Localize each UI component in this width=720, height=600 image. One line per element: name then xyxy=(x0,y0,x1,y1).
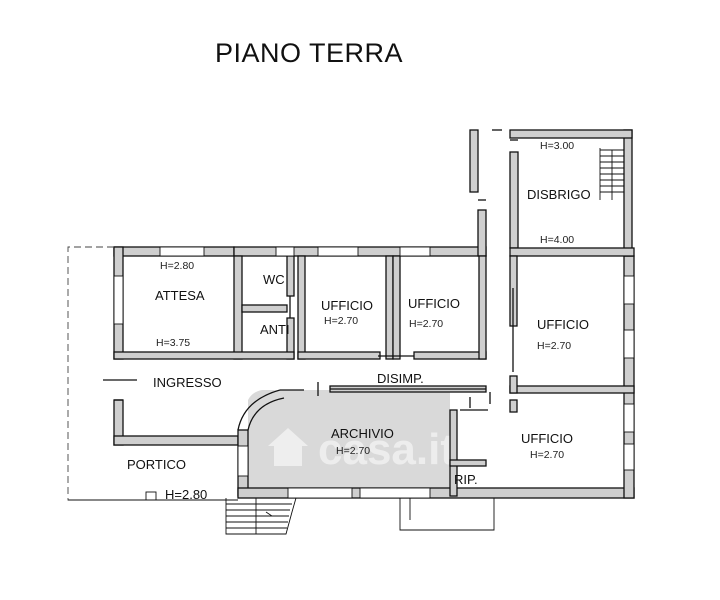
bottom-bay xyxy=(399,498,495,531)
height-archivio: H=2.70 xyxy=(336,445,370,457)
label-ufficio-3: UFFICIO xyxy=(537,317,589,332)
wall-corridor-left xyxy=(469,129,479,193)
label-attesa: ATTESA xyxy=(155,288,205,303)
height-portico: H=2.80 xyxy=(165,487,207,502)
wall-disbrigo-bottom xyxy=(509,247,635,257)
height-disbrigo-bottom: H=4.00 xyxy=(540,234,574,246)
watermark-text: casa.it xyxy=(318,425,455,474)
stairs-disbrigo xyxy=(599,148,624,200)
wall-wc-mid xyxy=(241,304,288,313)
wall-wc-right xyxy=(286,255,295,297)
label-archivio: ARCHIVIO xyxy=(331,426,394,441)
label-ufficio-2: UFFICIO xyxy=(408,296,460,311)
height-disbrigo-top: H=3.00 xyxy=(540,140,574,152)
height-ufficio-1: H=2.70 xyxy=(324,315,358,327)
window-wc-top xyxy=(275,246,295,257)
label-anti: ANTI xyxy=(260,322,290,337)
wall-portico-inner xyxy=(113,435,239,446)
portico-outline xyxy=(67,246,238,501)
wall-uff3-bottom xyxy=(509,385,635,394)
wall-uff2-left xyxy=(392,255,401,360)
house-icon xyxy=(268,428,308,466)
label-portico: PORTICO xyxy=(127,457,186,472)
window-uff2-top xyxy=(399,246,431,257)
wall-disbrigo-top xyxy=(509,129,633,139)
window-uff1-top xyxy=(317,246,359,257)
label-ufficio-4: UFFICIO xyxy=(521,431,573,446)
height-ufficio-3: H=2.70 xyxy=(537,340,571,352)
wall-uff1-bottom xyxy=(297,351,381,360)
window-archivio-left xyxy=(237,445,249,477)
portico-column xyxy=(145,491,157,501)
wall-wc-left xyxy=(233,255,243,360)
wall-top-offices xyxy=(233,246,487,257)
window-right-1 xyxy=(623,275,635,305)
label-disbrigo: DISBRIGO xyxy=(527,187,591,202)
window-attesa-top xyxy=(159,246,205,257)
wall-uff1-left xyxy=(297,255,306,360)
window-right-3 xyxy=(623,403,635,433)
height-attesa-top: H=2.80 xyxy=(160,260,194,272)
window-attesa-left xyxy=(113,275,124,325)
height-attesa: H=3.75 xyxy=(156,337,190,349)
wall-uff1-right xyxy=(385,255,394,360)
wall-uff4-left xyxy=(509,399,518,413)
plan-title: PIANO TERRA xyxy=(215,38,403,68)
wall-disbrigo-left xyxy=(509,151,519,249)
window-bottom-2 xyxy=(359,487,431,499)
stairs-entrance xyxy=(225,497,297,535)
wall-uff2-right xyxy=(478,255,487,360)
wall-archivio-right xyxy=(449,409,458,497)
label-disimp: DISIMP. xyxy=(377,371,424,386)
wall-right-upper xyxy=(623,129,633,257)
label-ingresso: INGRESSO xyxy=(153,375,222,390)
archivio-curve-inner xyxy=(247,397,285,431)
label-rip: RIP. xyxy=(454,472,478,487)
window-bottom-1 xyxy=(287,487,353,499)
wall-corridor-left-lower xyxy=(477,209,487,257)
wall-uff3-leftlower xyxy=(509,375,518,394)
label-ufficio-1: UFFICIO xyxy=(321,298,373,313)
label-wc: WC xyxy=(263,272,285,287)
wall-rip-top xyxy=(449,459,487,467)
watermark: casa.it xyxy=(268,425,455,474)
wall-attesa-bottom xyxy=(113,351,295,360)
wall-uff2-bottom xyxy=(413,351,487,360)
height-ufficio-2: H=2.70 xyxy=(409,318,443,330)
archivio-curve xyxy=(237,389,281,431)
window-right-2 xyxy=(623,329,635,359)
height-ufficio-4: H=2.70 xyxy=(530,449,564,461)
window-right-4 xyxy=(623,443,635,471)
